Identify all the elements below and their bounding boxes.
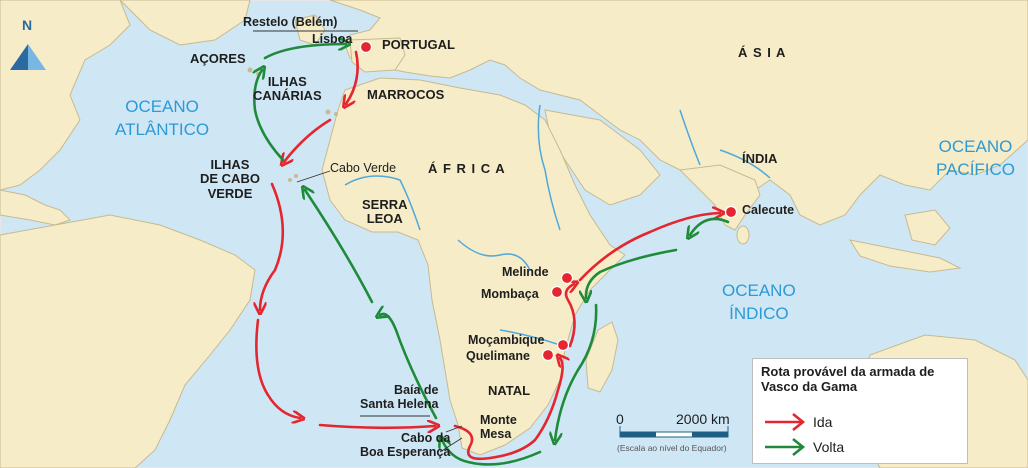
- region-india: ÍNDIA: [742, 151, 778, 166]
- place-baia-santa-helena: Baía de Santa Helena: [360, 383, 439, 411]
- route-ida-4: [255, 318, 300, 418]
- place-melinde: Melinde: [502, 265, 549, 279]
- sri-lanka: [736, 225, 750, 245]
- river-zambezi: [499, 329, 561, 346]
- dot-mombaca: [550, 285, 564, 299]
- south-america: [0, 214, 256, 468]
- place-cabo-boa-esperanca: Cabo da Boa Esperança: [360, 431, 451, 459]
- scale-end-label: 2000 km: [676, 411, 730, 427]
- route-ida-8: [578, 213, 720, 282]
- route-volta-1: [690, 217, 730, 235]
- route-volta-5: [380, 314, 438, 420]
- region-natal: NATAL: [488, 383, 531, 398]
- legend-swatches: [765, 412, 806, 457]
- north-label: N: [22, 17, 33, 33]
- ocean-indian: OCEANO ÍNDICO: [722, 281, 796, 323]
- legend-arrow-volta-icon: [765, 437, 806, 457]
- place-calecute: Calecute: [742, 203, 795, 217]
- leader-cabo-verde: [296, 170, 331, 183]
- route-ida-1: [346, 50, 359, 104]
- island-acores: [247, 67, 253, 73]
- region-asia: Á S I A: [738, 45, 787, 60]
- north-america: [0, 0, 131, 191]
- ocean-atlantic: OCEANO ATLÂNTICO: [115, 97, 210, 139]
- route-ida-3: [260, 182, 285, 310]
- route-ida-7: [566, 284, 575, 348]
- greenland: [119, 0, 251, 46]
- dot-mocambique: [556, 338, 570, 352]
- river-nile: [537, 104, 561, 231]
- region-cabo-verde-islands: ILHAS DE CABO VERDE: [200, 157, 260, 201]
- legend-item-ida: Ida: [813, 414, 833, 430]
- dot-calecute: [724, 205, 738, 219]
- place-monte-mesa: Monte Mesa: [480, 413, 517, 441]
- indonesia: [848, 239, 962, 273]
- place-quelimane: Quelimane: [466, 349, 530, 363]
- place-cabo-verde: Cabo Verde: [330, 161, 397, 175]
- region-acores: AÇORES: [190, 51, 246, 66]
- region-serra-leoa: SERRA LEOA: [362, 197, 408, 227]
- madagascar: [585, 321, 619, 393]
- british-isles: [294, 14, 326, 46]
- route-volta-4: [442, 440, 542, 466]
- north-arrow-icon: [10, 44, 46, 70]
- river-congo: [457, 239, 531, 271]
- ocean-pacific: OCEANO PACÍFICO: [936, 137, 1016, 179]
- place-mombaca: Mombaça: [481, 287, 539, 301]
- river-ganges: [719, 149, 771, 179]
- region-portugal: PORTUGAL: [382, 37, 455, 52]
- island-cabo-verde: [288, 178, 292, 182]
- island-canarias: [325, 109, 331, 115]
- river-niger: [344, 175, 421, 231]
- legend-title: Rota provável da armada de Vasco da Gama: [761, 364, 935, 394]
- dot-melinde: [560, 271, 574, 285]
- route-volta-3: [555, 303, 598, 440]
- river-indus: [679, 109, 701, 166]
- route-volta-7: [254, 70, 285, 162]
- dot-quelimane: [541, 348, 555, 362]
- route-volta-6: [305, 190, 374, 304]
- route-ida-2: [284, 118, 332, 162]
- scale-start-label: 0: [616, 411, 624, 427]
- route-volta-8: [263, 44, 346, 60]
- leader-monte-mesa: [445, 425, 463, 433]
- region-canarias: ILHAS CANÁRIAS: [253, 74, 322, 104]
- region-marrocos: MARROCOS: [367, 87, 445, 102]
- central-america: [0, 189, 71, 226]
- legend-item-volta: Volta: [813, 439, 845, 455]
- route-volta-2: [586, 248, 678, 298]
- place-lisboa: Lisboa: [312, 32, 353, 46]
- route-ida-6: [453, 358, 563, 461]
- place-mocambique: Moçambique: [468, 333, 545, 347]
- route-ida-5: [318, 425, 435, 428]
- region-africa: Á F R I C A: [428, 161, 506, 176]
- india: [678, 164, 761, 231]
- scale-bar: [619, 426, 729, 438]
- place-restelo: Restelo (Belém): [243, 15, 338, 29]
- leader-boa-esperanca: [439, 437, 463, 453]
- dot-lisboa: [359, 40, 373, 54]
- scale-note: (Escala ao nível do Equador): [617, 443, 727, 453]
- legend-arrow-ida-icon: [765, 412, 806, 432]
- legend: Rota provável da armada de Vasco da Gama…: [752, 358, 968, 464]
- borneo: [904, 209, 951, 246]
